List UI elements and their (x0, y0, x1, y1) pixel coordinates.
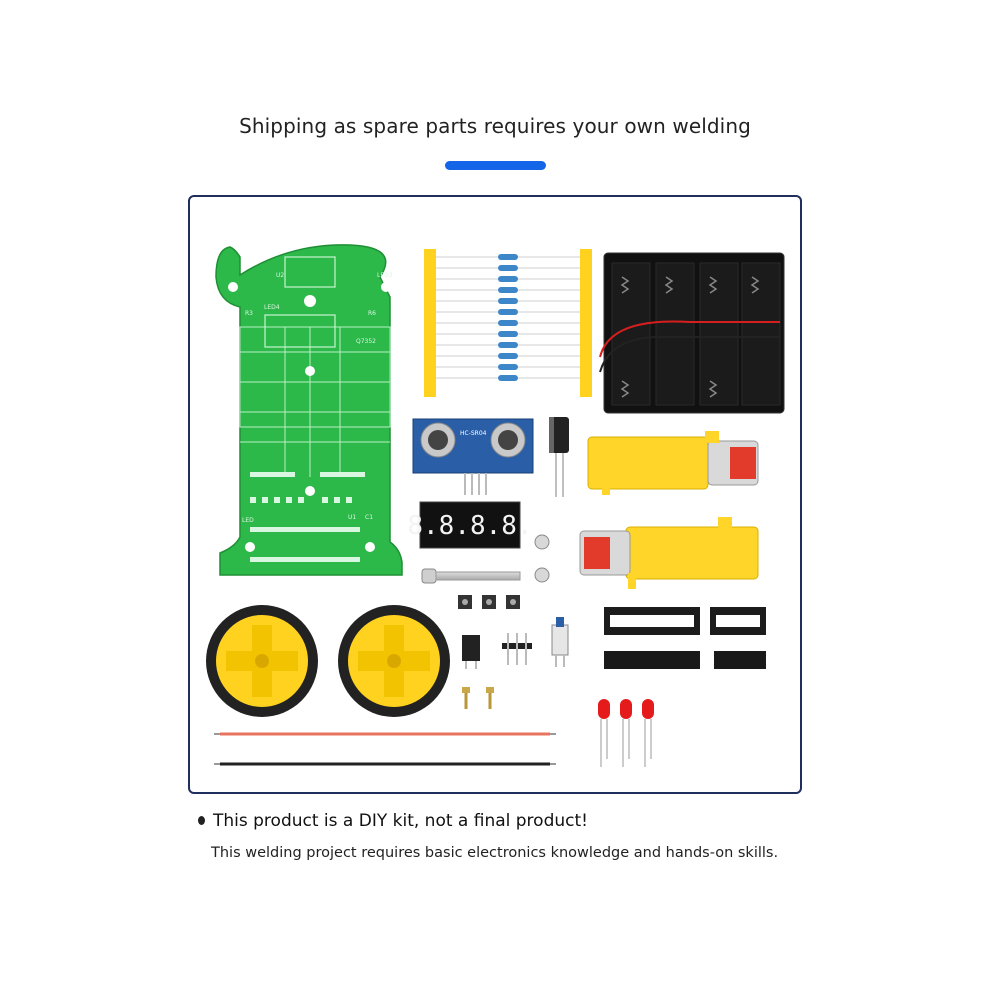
pcb-label-led: LED (242, 517, 254, 524)
pcb-label-c1: C1 (365, 514, 373, 521)
nut-icon (534, 534, 550, 550)
pcb-label-u1: U1 (348, 514, 356, 521)
pcb-board-icon: U2 LED3 LED4 R3 R6 Q7352 LED U1 C1 (215, 244, 403, 576)
wheel-icon (206, 605, 318, 717)
led-icon (598, 699, 654, 767)
push-button-icon (458, 595, 520, 609)
diy-warning: This product is a DIY kit, not a final p… (198, 811, 588, 831)
bullet-icon (198, 816, 205, 825)
battery-holder-icon (599, 252, 785, 414)
sensor-label: HC-SR04 (460, 430, 487, 437)
wheel-icon-2 (338, 605, 450, 717)
gear-motor-icon (587, 431, 759, 495)
ic-socket-icon (604, 607, 766, 635)
pcb-label-led4: LED4 (264, 304, 280, 311)
wire-icon (214, 732, 556, 766)
capacitor-icon (549, 417, 569, 497)
diy-warning-text: This product is a DIY kit, not a final p… (213, 811, 588, 831)
switch-icon (551, 617, 569, 667)
skills-note: This welding project requires basic elec… (211, 845, 779, 861)
pcb-label-led3: LED3 (377, 272, 393, 279)
seven-segment-display-icon: 8.8.8.8. (407, 501, 533, 549)
title-underline (445, 161, 546, 170)
pin-header-icon (462, 633, 532, 669)
ic-chip-icon (604, 651, 766, 669)
display-digits: 8.8.8.8. (407, 511, 532, 541)
gear-motor-icon-2 (579, 517, 759, 589)
pcb-label-r3: R3 (245, 310, 253, 317)
kit-contents-illustration: U2 LED3 LED4 R3 R6 Q7352 LED U1 C1 (206, 244, 785, 767)
pcb-label-q7352: Q7352 (356, 338, 376, 345)
resistor-strip-icon (424, 249, 592, 397)
screw-icon (462, 687, 494, 709)
ultrasonic-sensor-icon: HC-SR04 (412, 418, 534, 495)
page-title: Shipping as spare parts requires your ow… (239, 114, 751, 138)
bolt-icon (421, 568, 521, 584)
pcb-label-u2: U2 (276, 272, 284, 279)
nut-icon-2 (534, 567, 550, 583)
kit-contents-frame: U2 LED3 LED4 R3 R6 Q7352 LED U1 C1 (188, 195, 802, 794)
pcb-label-r6: R6 (368, 310, 376, 317)
